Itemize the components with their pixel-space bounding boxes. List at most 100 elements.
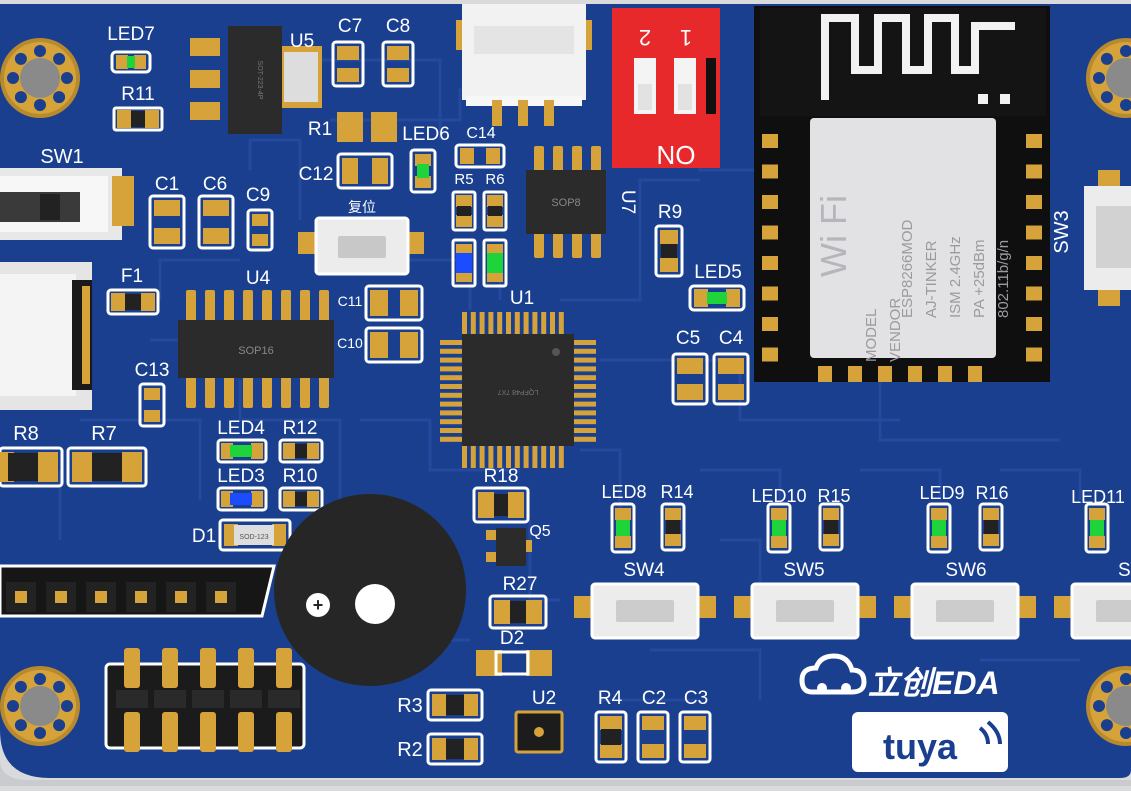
silk-c1: C1 — [155, 174, 179, 195]
header-pin — [200, 648, 216, 688]
mounting-hole — [1086, 666, 1131, 746]
led-outline — [610, 502, 636, 554]
wifi-spec-line: PA +25dBm — [971, 239, 988, 318]
tact-switch[interactable] — [734, 582, 876, 640]
silk-led4: LED4 — [217, 418, 265, 439]
silk-r27: R27 — [503, 574, 538, 595]
d1-mark: SOD-123 — [239, 534, 268, 541]
silk-r15: R15 — [817, 486, 850, 506]
dip-num-2: 2 — [639, 25, 651, 50]
wifi-spec-line: AJ-TINKER — [923, 240, 940, 318]
tact-switch[interactable] — [574, 582, 716, 640]
header-pin — [135, 591, 147, 603]
silk-r1: R1 — [308, 119, 332, 140]
silk-c9: C9 — [246, 185, 270, 206]
header-pin — [55, 591, 67, 603]
silk-led9: LED9 — [919, 483, 964, 503]
silk-led7: LED7 — [107, 24, 155, 45]
silk-led10: LED10 — [751, 486, 806, 506]
silk-r10: R10 — [283, 466, 318, 487]
silk-r12: R12 — [283, 418, 318, 439]
led-outline — [1084, 502, 1110, 554]
silk-c12: C12 — [299, 164, 334, 185]
header-pin — [175, 591, 187, 603]
silk-r2: R2 — [397, 739, 423, 761]
header-pin — [238, 648, 254, 688]
silk-r4: R4 — [598, 688, 623, 709]
silk-c8: C8 — [386, 16, 410, 37]
mounting-hole — [0, 666, 80, 746]
silk-f1: F1 — [121, 266, 143, 287]
lceda-logo — [799, 653, 867, 695]
silk-u5: U5 — [290, 31, 314, 52]
silk-u2: U2 — [532, 688, 556, 709]
silk-q5: Q5 — [529, 523, 550, 540]
silk-r7: R7 — [91, 423, 117, 445]
silk-c14: C14 — [466, 125, 495, 142]
silk-c10: C10 — [337, 335, 363, 351]
silk-reset: 复位 — [348, 199, 376, 215]
silk-r9: R9 — [658, 202, 682, 223]
silk-r8: R8 — [13, 423, 39, 445]
silk-u7: U7 — [617, 190, 638, 214]
silk-sw6: SW6 — [945, 560, 986, 581]
dip-switch[interactable] — [612, 8, 720, 168]
header-pin — [124, 712, 140, 752]
header-pin — [95, 591, 107, 603]
tact-switch[interactable] — [1054, 582, 1131, 640]
header-pin — [124, 648, 140, 688]
header-pin — [215, 591, 227, 603]
silk-c6: C6 — [203, 174, 227, 195]
wifi-spec-line: 802.11b/g/n — [995, 240, 1012, 318]
silk-r11: R11 — [121, 84, 154, 105]
header-pin — [162, 648, 178, 688]
tact-switch[interactable] — [894, 582, 1036, 640]
silk-r18: R18 — [484, 466, 519, 487]
dip-num-1: 1 — [680, 25, 692, 50]
silk-d2: D2 — [500, 628, 524, 649]
dip-on-label: ON — [657, 140, 696, 170]
silk-sw7: SW — [1118, 560, 1131, 581]
silk-d1: D1 — [192, 526, 216, 547]
silk-c3: C3 — [684, 688, 708, 709]
header-pin — [162, 712, 178, 752]
tuya-brand: tuya — [883, 726, 958, 767]
silk-r16: R16 — [975, 483, 1008, 503]
tuya-logo — [852, 712, 1008, 772]
silk-r14: R14 — [660, 482, 693, 502]
mounting-hole — [1086, 38, 1131, 118]
u5-mark: SOT-223-4P — [256, 61, 263, 100]
header-pin — [15, 591, 27, 603]
mounting-hole — [0, 38, 80, 118]
silk-c13: C13 — [135, 360, 170, 381]
silk-sw5: SW5 — [783, 560, 824, 581]
silk-sw4: SW4 — [623, 560, 665, 581]
header-pin — [238, 712, 254, 752]
silk-r5: R5 — [454, 171, 473, 188]
silk-r3: R3 — [397, 695, 423, 717]
silk-led6: LED6 — [402, 124, 450, 145]
green-led — [932, 520, 946, 536]
led-outline — [926, 502, 952, 554]
u4-mark: SOP16 — [238, 345, 273, 357]
wifi-logo: Wi Fi — [813, 195, 854, 277]
green-led — [616, 520, 630, 536]
wifi-model-line: VENDOR — [887, 298, 904, 362]
header-pin — [276, 712, 292, 752]
silk-sw3: SW3 — [1051, 210, 1073, 253]
resistor-outline — [818, 502, 844, 552]
green-led — [1090, 520, 1104, 536]
silk-c11: C11 — [338, 293, 363, 309]
silk-led11: LED11 — [1071, 487, 1125, 507]
silk-led5: LED5 — [694, 262, 742, 283]
lceda-brand: 立创EDA — [868, 665, 1000, 701]
u7-mark: SOP8 — [551, 197, 580, 209]
header-pin — [276, 648, 292, 688]
green-led — [772, 520, 786, 536]
header-pin — [200, 712, 216, 752]
silk-c7: C7 — [338, 16, 362, 37]
led-outline — [766, 502, 792, 554]
wifi-model-line: MODEL — [863, 309, 880, 362]
